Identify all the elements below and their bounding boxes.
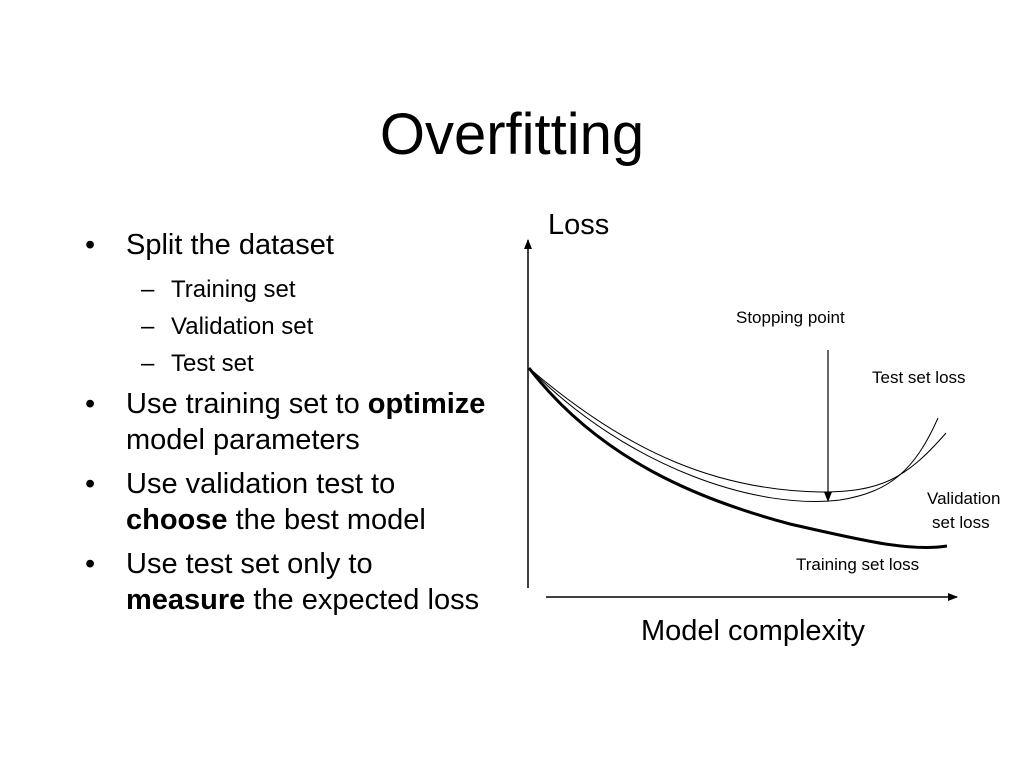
bullet-marker: •: [85, 388, 96, 420]
training-curve-label: Training set loss: [796, 555, 919, 574]
sub-bullet-list: – Training set – Validation set – Test s…: [85, 271, 495, 382]
bullet-marker: •: [85, 229, 96, 261]
bullet-text-pre: Use test set only to: [126, 548, 373, 580]
bullet-marker: •: [85, 548, 96, 580]
test-loss-curve: [528, 367, 939, 502]
bullet-text-post: the best model: [227, 504, 426, 536]
sub-bullet-marker: –: [141, 350, 155, 377]
sub-bullet-training-set: – Training set: [85, 271, 495, 308]
bullet-validation-set: • Use validation test to choose the best…: [85, 466, 495, 538]
bullet-text-pre: Use training set to: [126, 388, 368, 420]
validation-loss-curve: [528, 367, 947, 493]
bullet-text: Split the dataset: [126, 229, 334, 261]
sub-bullet-text: Training set: [171, 276, 296, 303]
bullet-emphasis: choose: [126, 504, 228, 536]
sub-bullet-text: Validation set: [171, 313, 314, 340]
sub-bullet-marker: –: [141, 276, 155, 303]
bullet-marker: •: [85, 468, 96, 500]
bullet-list: • Split the dataset – Training set – Val…: [85, 227, 495, 626]
bullet-text-post: the expected loss: [245, 584, 480, 616]
bullet-text-post: model parameters: [126, 424, 360, 456]
sub-bullet-test-set: – Test set: [85, 345, 495, 382]
training-loss-curve: [527, 367, 948, 550]
sub-bullet-text: Test set: [171, 350, 254, 377]
bullet-text-pre: Use validation test to: [126, 468, 396, 500]
sub-bullet-validation-set: – Validation set: [85, 308, 495, 345]
validation-curve-label-line1: Validation: [927, 489, 1000, 508]
bullet-split-dataset: • Split the dataset: [85, 227, 495, 263]
bullet-emphasis: measure: [126, 584, 246, 616]
bullet-test-set: • Use test set only to measure the expec…: [85, 546, 495, 618]
validation-curve-label-line2: set loss: [932, 513, 990, 532]
x-axis-label: Model complexity: [641, 615, 866, 647]
y-axis-label: Loss: [548, 209, 609, 241]
test-curve-label: Test set loss: [872, 368, 966, 387]
sub-bullet-marker: –: [141, 313, 155, 340]
slide-title: Overfitting: [379, 102, 645, 167]
bullet-training-set: • Use training set to optimize model par…: [85, 386, 495, 458]
stopping-point-label: Stopping point: [736, 308, 845, 327]
bullet-emphasis: optimize: [367, 388, 486, 420]
